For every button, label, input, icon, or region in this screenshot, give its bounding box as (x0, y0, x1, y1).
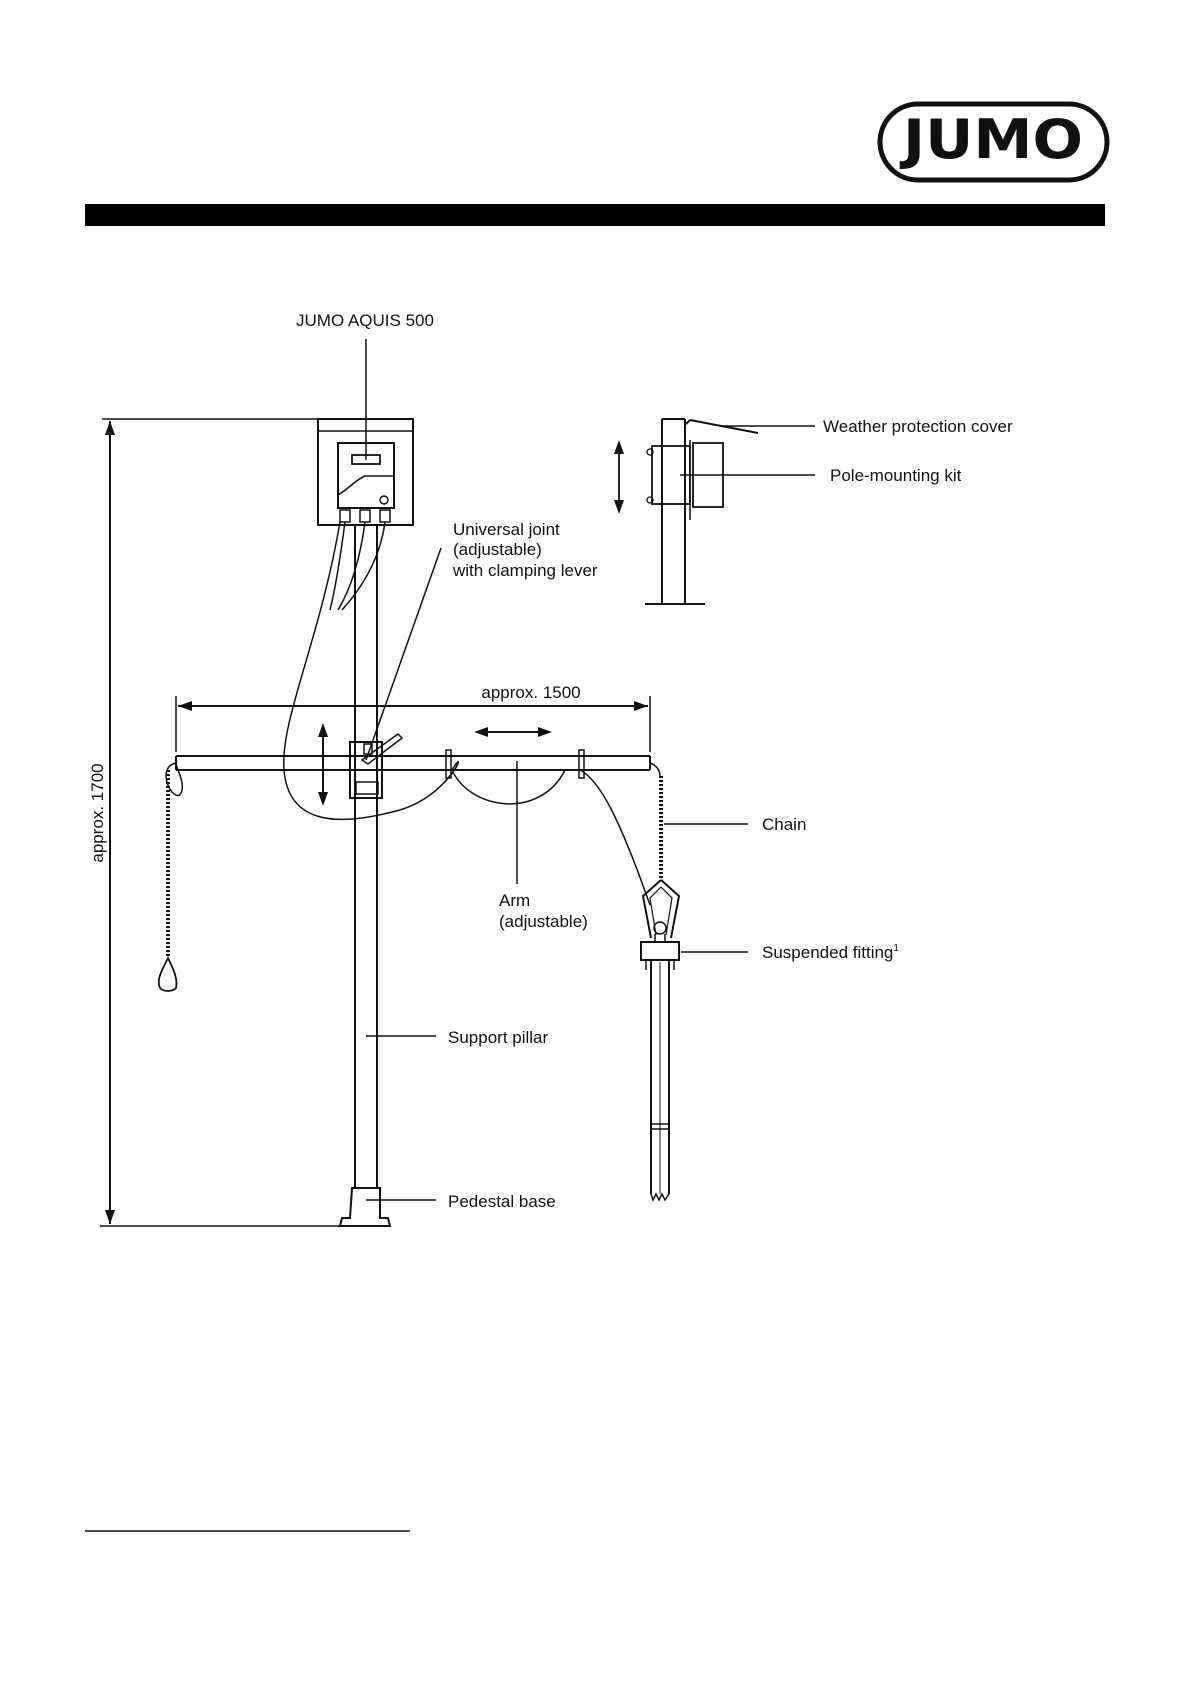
arm-adjust-arrow (474, 727, 552, 737)
support-pillar (355, 525, 377, 1188)
pole-mount-detail (614, 419, 758, 604)
joint-label-line3: with clamping lever (452, 561, 598, 580)
right-chain (650, 763, 661, 880)
fitting-label: Suspended fitting1 (762, 943, 899, 962)
weather-cover-label: Weather protection cover (823, 417, 1013, 436)
suspended-fitting (641, 880, 679, 1200)
joint-label-line1: Universal joint (453, 520, 560, 539)
height-dimension-label: approx. 1700 (88, 763, 107, 862)
base-label: Pedestal base (448, 1192, 556, 1211)
footnote-mark: 1 (893, 943, 899, 954)
pedestal-base (340, 1188, 390, 1226)
chain-label: Chain (762, 815, 806, 834)
width-dimension (176, 696, 650, 752)
height-dimension (100, 419, 412, 1226)
joint-adjust-arrow (318, 723, 328, 806)
arm-label-line2: (adjustable) (499, 912, 588, 931)
left-chain (159, 763, 183, 991)
jumo-logo: JUMO (880, 104, 1107, 180)
arm-label-line1: Arm (499, 891, 530, 910)
width-dimension-label: approx. 1500 (481, 683, 580, 702)
horizontal-arm (176, 750, 650, 778)
pillar-label: Support pillar (448, 1028, 549, 1047)
device-label: JUMO AQUIS 500 (296, 311, 434, 330)
header-bar (85, 204, 1105, 226)
joint-label-line2: (adjustable) (453, 540, 542, 559)
logo-text: JUMO (899, 108, 1083, 171)
pole-kit-label: Pole-mounting kit (830, 466, 962, 485)
